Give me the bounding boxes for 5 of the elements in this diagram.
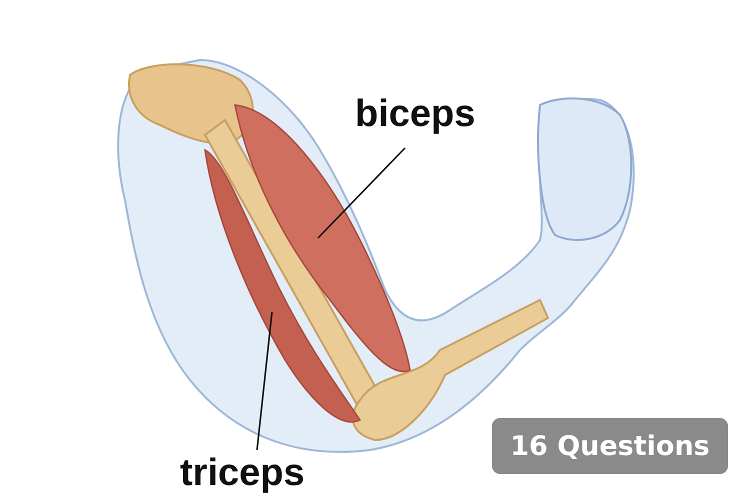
part-label: triceps bbox=[180, 454, 305, 492]
leader-line bbox=[256, 312, 273, 450]
leader-line bbox=[317, 147, 406, 239]
part-label: biceps bbox=[355, 95, 476, 133]
question-count-badge: 16 Questions bbox=[492, 418, 728, 474]
